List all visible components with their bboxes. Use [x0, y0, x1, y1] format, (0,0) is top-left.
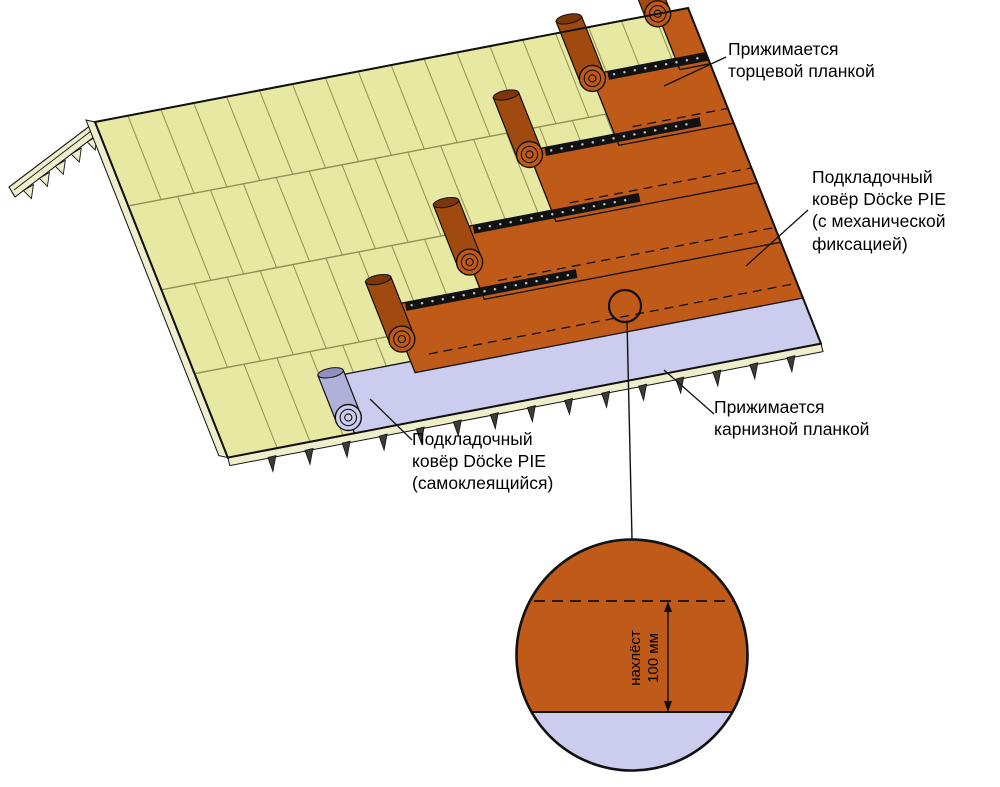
detail-circle: нахлёст 100 мм [515, 538, 749, 772]
detail-connector-line [626, 320, 633, 540]
gable-overhang-rafters [8, 121, 100, 200]
overlap-dashed-guides [428, 107, 798, 355]
leader-lines [369, 56, 809, 441]
overlap-word-label: нахлёст [627, 630, 644, 686]
nail-strips [404, 51, 709, 311]
dimension-arrow-down [664, 701, 672, 712]
label-gable-trim: Прижимается торцевой планкой [728, 39, 875, 82]
label-self-adhesive-underlay: Подкладочный ковёр Döcke PIE (самоклеящи… [412, 429, 554, 494]
roof-outline [93, 6, 823, 459]
detail-circle-outline [515, 538, 749, 772]
dimension-arrow-up [664, 601, 672, 612]
overlap-marker-circle [607, 288, 643, 324]
overlap-value-label: 100 мм [645, 633, 662, 683]
rafter-tails [267, 355, 796, 474]
detail-lower-sheet [516, 712, 748, 771]
detail-marker [607, 288, 643, 540]
detail-fill [516, 539, 748, 771]
underlay-rolls [364, 0, 672, 353]
overlap-dimension: нахлёст 100 мм [627, 601, 672, 712]
label-mechanical-underlay: Подкладочный ковёр Döcke PIE (с механиче… [812, 167, 946, 254]
label-eaves-trim: Прижимается карнизной планкой [714, 397, 870, 440]
